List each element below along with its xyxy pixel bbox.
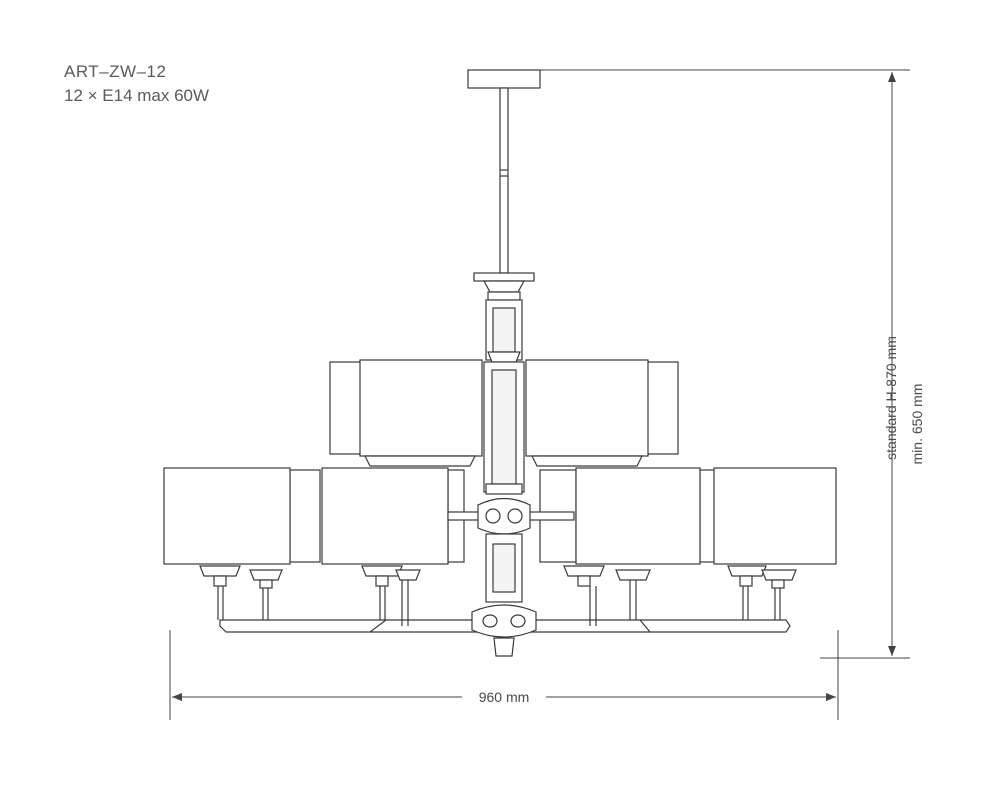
chandelier xyxy=(163,69,837,657)
shade-lower-3 xyxy=(575,467,701,565)
top-cap xyxy=(473,272,535,282)
lower-arms-frame xyxy=(219,619,791,633)
candle-holders xyxy=(199,565,797,626)
shade-lower-1 xyxy=(163,467,291,565)
dimension-lines xyxy=(169,69,910,720)
title-block: ART–ZW–12 12 × E14 max 60W xyxy=(64,60,209,108)
shade-lower-4 xyxy=(713,467,837,565)
height-standard-label: standard H-870 mm xyxy=(883,336,899,460)
lower-hub xyxy=(471,604,537,638)
bulb-spec: 12 × E14 max 60W xyxy=(64,86,210,105)
width-label: 960 mm xyxy=(479,689,530,705)
finial xyxy=(493,637,515,657)
shade-lower-2 xyxy=(321,467,449,565)
upper-hub xyxy=(477,497,531,535)
ceiling-canopy xyxy=(467,69,541,89)
shade-lower-back-1 xyxy=(289,469,321,563)
model-code: ART–ZW–12 xyxy=(64,62,167,81)
shade-upper-front-right xyxy=(525,359,649,457)
down-rod xyxy=(499,87,509,274)
height-min-label: min. 650 mm xyxy=(909,384,925,465)
shade-upper-front-left xyxy=(359,359,483,457)
